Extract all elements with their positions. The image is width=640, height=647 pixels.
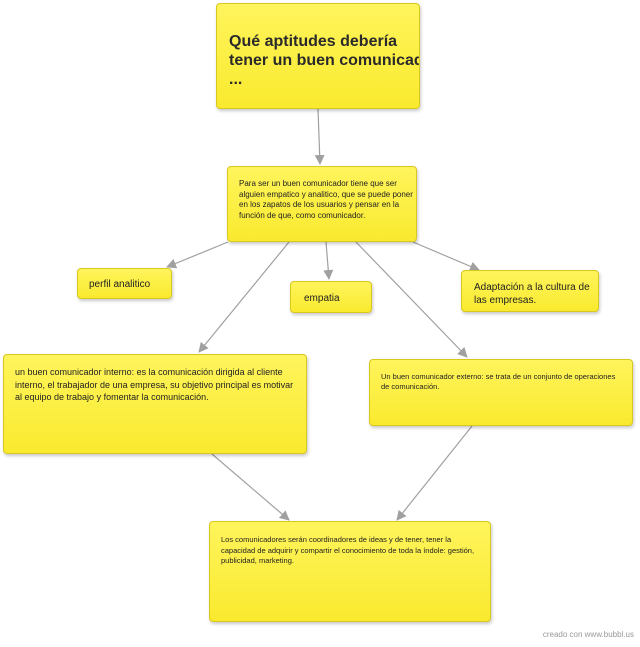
adaptacion-line-2: las empresas. <box>474 295 537 306</box>
empatia-node[interactable]: empatia <box>290 281 372 313</box>
connector-center-interno <box>198 241 290 353</box>
interno-line-3: al equipo de trabajo y fomentar la comun… <box>15 392 209 402</box>
center-node[interactable]: Para ser un buen comunicador tiene que s… <box>227 166 417 242</box>
empatia-label: empatia <box>304 293 340 304</box>
final-line-3: publicidad, marketing. <box>221 556 294 565</box>
center-line-1: Para ser un buen comunicador tiene que s… <box>239 179 397 188</box>
final-line-1: Los comunicadores serán coordinadores de… <box>221 535 452 544</box>
comunicadores-final-node[interactable]: Los comunicadores serán coordinadores de… <box>209 521 491 622</box>
connector-interno-final <box>211 453 290 521</box>
center-line-2: alguien empatico y analitico, que se pue… <box>239 189 413 199</box>
center-line-3: en los zapatos de los usuarios y pensar … <box>239 200 400 209</box>
bubbl-credit[interactable]: creado con www.bubbl.us <box>542 630 634 639</box>
connector-center-externo <box>355 241 468 358</box>
comunicador-interno-node[interactable]: un buen comunicador interno: es la comun… <box>3 354 307 454</box>
interno-line-1: un buen comunicador interno: es la comun… <box>15 367 283 377</box>
externo-line-1: Un buen comunicador externo: se trata de… <box>381 372 616 381</box>
connector-center-perfil <box>166 241 229 269</box>
connector-externo-final <box>396 425 473 521</box>
title-node[interactable]: Qué aptitudes debería tener un buen comu… <box>216 3 420 109</box>
perfil-label: perfil analitico <box>89 279 151 290</box>
connector-center-adaptacion <box>412 241 480 272</box>
comunicador-externo-node[interactable]: Un buen comunicador externo: se trata de… <box>369 359 633 426</box>
final-line-2: capacidad de adquirir y compartir el con… <box>221 545 475 555</box>
title-line-2: tener un buen comunicador <box>229 52 420 69</box>
title-line-3: ... <box>229 71 243 88</box>
title-line-1: Qué aptitudes debería <box>229 33 398 50</box>
connector-center-empatia <box>323 241 334 280</box>
adaptacion-node[interactable]: Adaptación a la cultura de las empresas. <box>461 270 599 312</box>
externo-line-2: de comunicación. <box>381 382 440 391</box>
interno-line-2: interno, el trabajador de una empresa, s… <box>15 379 294 390</box>
center-line-4: función de que, como comunicador. <box>239 210 366 220</box>
perfil-analitico-node[interactable]: perfil analitico <box>77 268 172 299</box>
connector-title-center <box>314 108 325 165</box>
adaptacion-line-1: Adaptación a la cultura de <box>474 282 590 293</box>
